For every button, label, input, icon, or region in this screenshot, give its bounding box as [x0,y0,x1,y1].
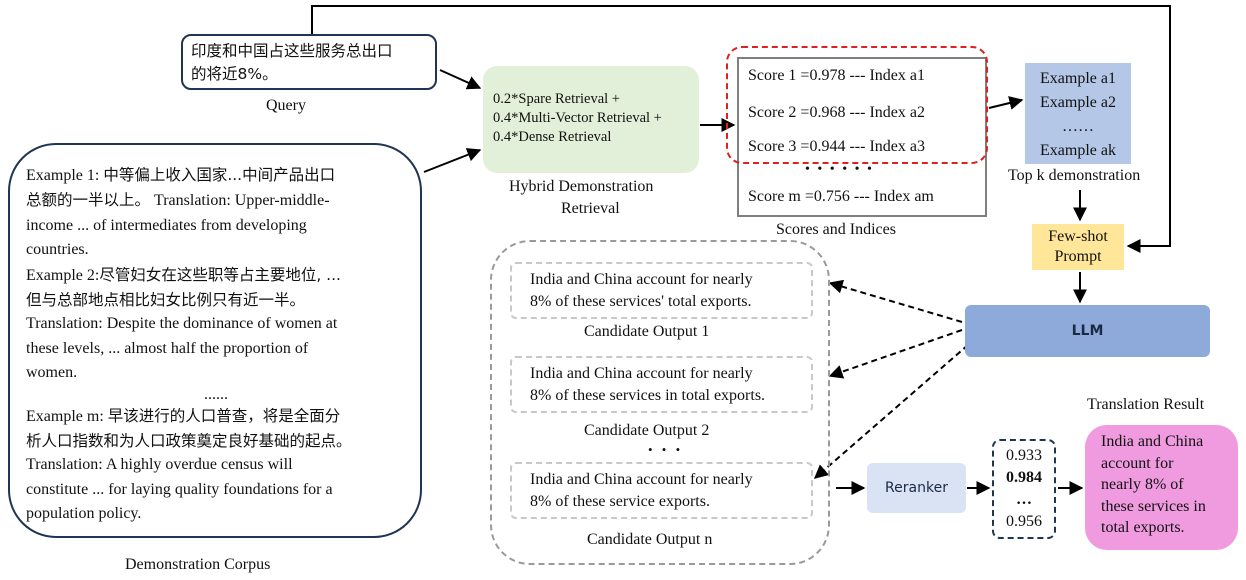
rerank-score-best: 0.984 [1006,469,1042,486]
candidate-line: 8% of these service exports. [530,493,710,510]
candidate-dots: • • • [648,442,684,457]
hybrid-label-1: Hybrid Demonstration [509,178,654,195]
few-shot-prompt-box: Few-shot Prompt [1032,224,1124,270]
translation-result-box: India and China account for nearly 8% of… [1085,425,1238,550]
corpus-line: Example m: 早该进行的人口普查，将是全面分 [26,406,341,425]
prompt-line-1: Few-shot [1048,228,1108,245]
corpus-ellipsis: ...... [204,385,228,403]
corpus-line: countries. [26,241,89,259]
candidate-output-1: India and China account for nearly 8% of… [510,262,813,319]
score-item: Score 1 =0.978 --- Index a1 [748,67,925,84]
hybrid-label-2: Retrieval [561,200,620,217]
demonstration-corpus-box: Example 1: 中等偏上收入国家...中间产品出口 总额的一半以上。 Tr… [8,143,422,538]
result-line: these services in [1101,497,1206,515]
corpus-line: 析人口指数和为人口政策奠定良好基础的起点。 [26,432,352,451]
rerank-score: 0.933 [1006,447,1042,464]
query-line-2: 的将近8%。 [191,65,278,83]
rerank-scores-box: 0.933 0.984 … 0.956 [992,439,1056,539]
arrow-scores-to-topk [988,96,1024,110]
candidate-label: Candidate Output n [587,531,713,548]
topk-item: …… [1062,118,1094,135]
reranker-box: Reranker [867,463,966,513]
llm-box: LLM [965,305,1210,357]
result-line: total exports. [1101,519,1185,536]
corpus-line: population policy. [26,505,142,523]
arrow-llm-to-candn [813,344,969,479]
candidate-output-2: India and China account for nearly 8% of… [510,356,813,413]
hybrid-line: 0.4*Dense Retrieval [493,129,612,145]
score-item: Score m =0.756 --- Index am [748,188,934,205]
query-box: 印度和中国占这些服务总出口 的将近8%。 [181,34,437,90]
rerank-score-ellipsis: … [1016,491,1032,508]
corpus-cn-text: 早该进行的人口普查，将是全面分 [107,406,341,425]
score-item: Score 2 =0.968 --- Index a2 [748,104,925,121]
corpus-line: Example 1: 中等偏上收入国家...中间产品出口 [26,166,336,184]
corpus-line: Translation: A highly overdue census wil… [26,456,293,474]
corpus-cn-text: 总额的一半以上。 [26,191,151,210]
result-line: India and China [1101,433,1204,450]
scores-label: Scores and Indices [776,221,896,238]
arrow-llm-to-cand2 [828,329,963,379]
candidate-label: Candidate Output 2 [584,422,710,439]
arrow-corpus-to-hybrid [423,148,482,173]
arrow-query-to-prompt [311,5,1171,253]
result-line: account for [1101,454,1174,472]
topk-label: Top k demonstration [1008,167,1141,184]
result-line: nearly 8% of [1101,476,1184,493]
candidate-line: 8% of these services in total exports. [530,387,766,404]
candidate-line: India and China account for nearly [530,471,753,488]
arrow-query-to-hybrid [439,69,482,90]
candidate-line: 8% of these services' total exports. [530,293,752,310]
corpus-line: 但与总部地点相比妇女比例只有近一半。 [26,291,306,310]
topk-item: Example a1 [1040,70,1116,87]
score-dots: • • • • • • [805,162,874,177]
corpus-line: Example 2:尽管妇女在这些职等占主要地位, ... [26,265,341,284]
query-line-1: 印度和中国占这些服务总出口 [191,42,393,60]
result-title: Translation Result [1087,396,1205,413]
corpus-line: these levels, ... almost half the propor… [26,339,309,357]
candidate-label: Candidate Output 1 [584,323,710,340]
corpus-label: Demonstration Corpus [125,556,271,573]
corpus-line: income ... of intermediates from develop… [26,216,307,234]
hybrid-line: 0.2*Spare Retrieval + [493,91,620,107]
rerank-score: 0.956 [1006,513,1042,530]
topk-item: Example ak [1040,142,1116,159]
top-scores-highlight [726,46,988,164]
candidate-line: India and China account for nearly [530,365,753,382]
corpus-line: Translation: Despite the dominance of wo… [26,315,338,333]
prompt-line-2: Prompt [1054,248,1102,265]
corpus-cn-text: 中等偏上收入国家...中间产品出口 [103,166,336,184]
corpus-cn-text: 尽管妇女在这些职等占主要地位, ... [99,265,341,284]
corpus-line: 总额的一半以上。 Translation: Upper-middle- [26,191,330,210]
hybrid-line: 0.4*Multi-Vector Retrieval + [493,110,662,126]
candidate-outputs-group [490,240,830,565]
hybrid-retrieval-box: 0.2*Spare Retrieval + 0.4*Multi-Vector R… [483,66,699,173]
corpus-line: constitute ... for laying quality founda… [26,480,333,498]
corpus-line: women. [26,364,78,382]
query-label: Query [266,97,306,114]
topk-box: Example a1 Example a2 …… Example ak [1025,63,1131,164]
topk-item: Example a2 [1040,94,1116,111]
score-item: Score 3 =0.944 --- Index a3 [748,138,925,155]
candidate-output-n: India and China account for nearly 8% of… [510,462,813,519]
candidate-line: India and China account for nearly [530,271,753,288]
arrow-llm-to-cand1 [828,279,963,323]
